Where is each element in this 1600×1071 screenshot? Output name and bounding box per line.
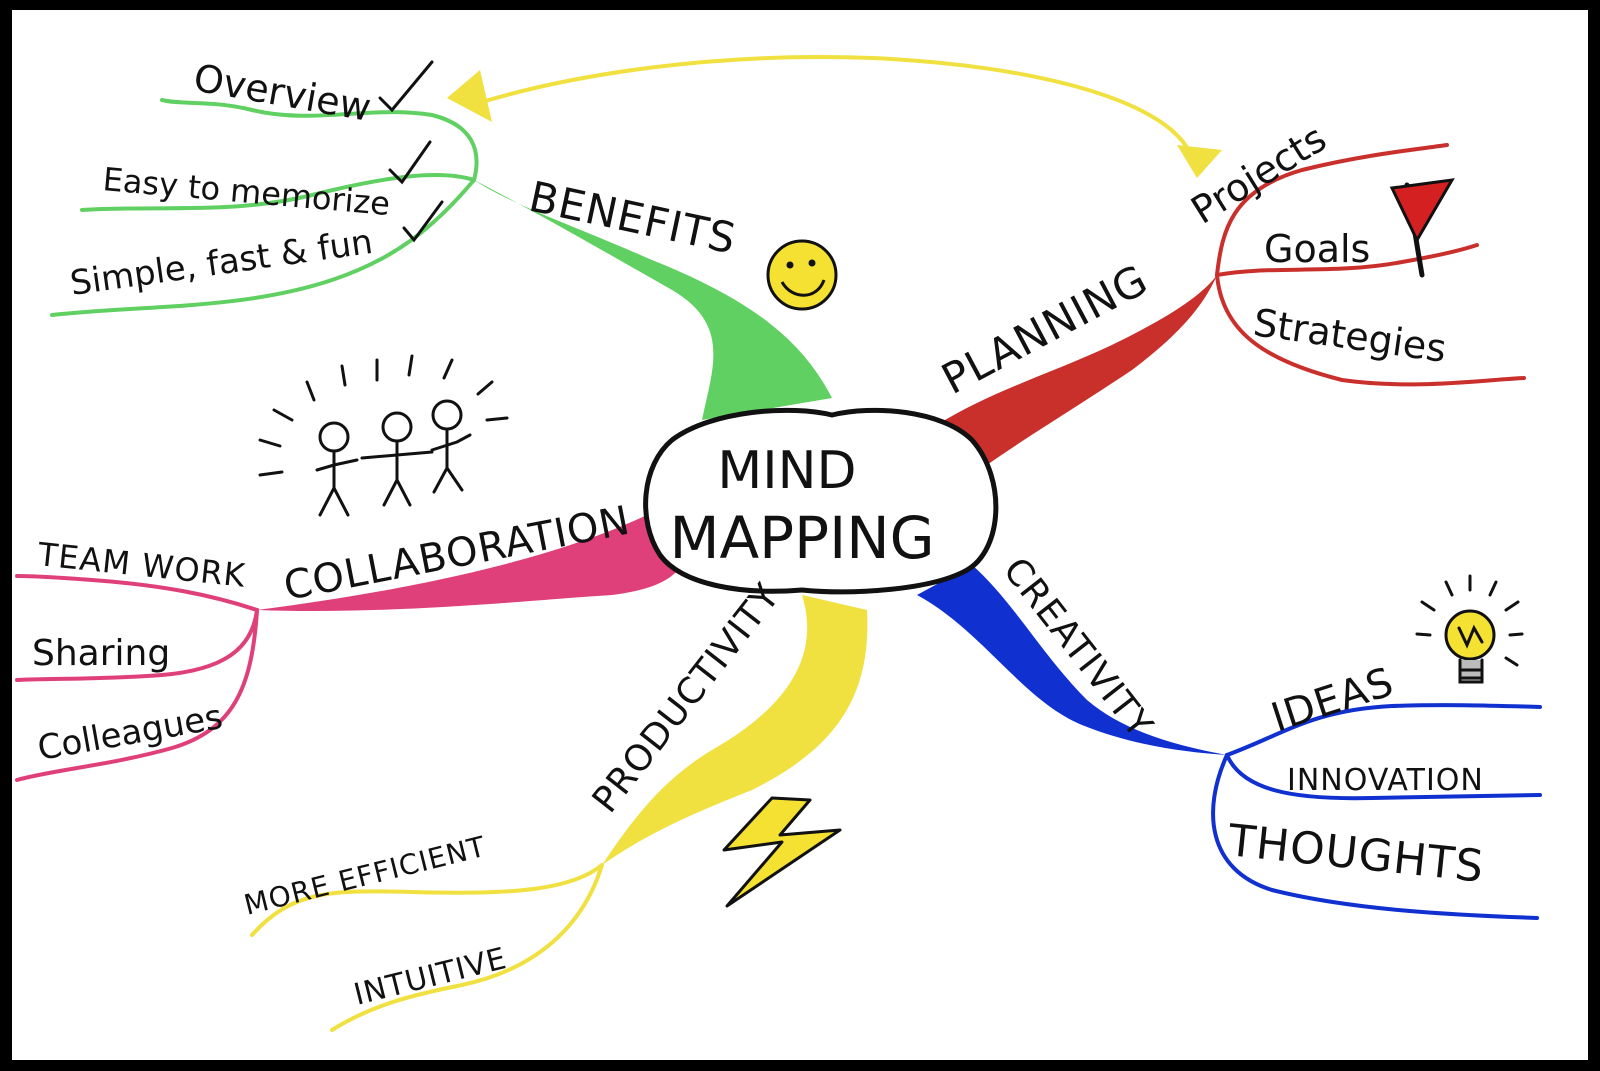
creativity-leaf-line-2 <box>1225 753 1542 801</box>
mind-map-diagram: MIND MAPPING BENEFITS PLANNING COLLABORA… <box>15 55 1542 1032</box>
benefits-leaf-2: Easy to memorize <box>101 160 391 223</box>
creativity-leaf-1: IDEAS <box>1266 659 1400 742</box>
arrow-head-right <box>1177 145 1222 178</box>
benefits-leaf-line-2 <box>80 173 476 212</box>
arrow-head-left <box>447 70 492 122</box>
productivity-leaf-2: INTUITIVE <box>350 941 510 1013</box>
collaboration-leaf-2: Sharing <box>32 633 170 674</box>
productivity-branch <box>602 595 868 865</box>
creativity-leaf-line-3 <box>1211 753 1539 920</box>
planning-leaf-2: Goals <box>1264 227 1370 271</box>
benefits-leaf-3: Simple, fast & fun <box>68 222 375 304</box>
benefits-leaf-line-1 <box>160 98 479 182</box>
planning-leaf-line-3 <box>1215 273 1526 387</box>
benefits-leaf-line-3 <box>50 178 476 317</box>
creativity-leaf-2: INNOVATION <box>1287 763 1484 798</box>
productivity-leaf-line-2 <box>330 863 604 1032</box>
check-mark-icon <box>402 200 444 243</box>
check-mark-icon <box>388 140 432 185</box>
productivity-leaf-1: MORE EFFICIENT <box>241 830 490 922</box>
collaboration-leaf-line-2 <box>15 608 259 682</box>
benefits-label: BENEFITS <box>525 172 741 264</box>
smiley-face-icon <box>766 239 838 311</box>
productivity-leaf-line-1 <box>250 863 604 937</box>
collaboration-leaf-line-1 <box>15 574 259 612</box>
mind-map-canvas: MIND MAPPING BENEFITS PLANNING COLLABORA… <box>12 10 1588 1060</box>
check-mark-icon <box>378 60 434 113</box>
stick-figures-icon <box>258 354 509 517</box>
planning-leaf-1: Projects <box>1183 116 1333 233</box>
benefits-branch <box>474 180 832 420</box>
creativity-leaf-line-1 <box>1225 703 1542 757</box>
collaboration-branch <box>257 515 682 612</box>
center-cloud <box>643 407 999 595</box>
benefits-leaf-1: Overview <box>190 56 374 130</box>
center-title-line-2: MAPPING <box>669 504 934 572</box>
collaboration-leaf-line-3 <box>15 608 259 782</box>
planning-leaf-line-1 <box>1215 143 1449 277</box>
center-title-line-1: MIND <box>717 441 856 501</box>
planning-leaf-line-2 <box>1215 243 1479 277</box>
lightning-bolt-icon <box>722 796 842 908</box>
light-bulb-icon <box>1415 574 1524 684</box>
creativity-branch <box>917 565 1227 755</box>
red-flag-icon <box>1389 178 1455 278</box>
feedback-arrow-line <box>480 55 1194 160</box>
creativity-leaf-3: THOUGHTS <box>1225 815 1487 893</box>
planning-branch <box>937 275 1217 465</box>
